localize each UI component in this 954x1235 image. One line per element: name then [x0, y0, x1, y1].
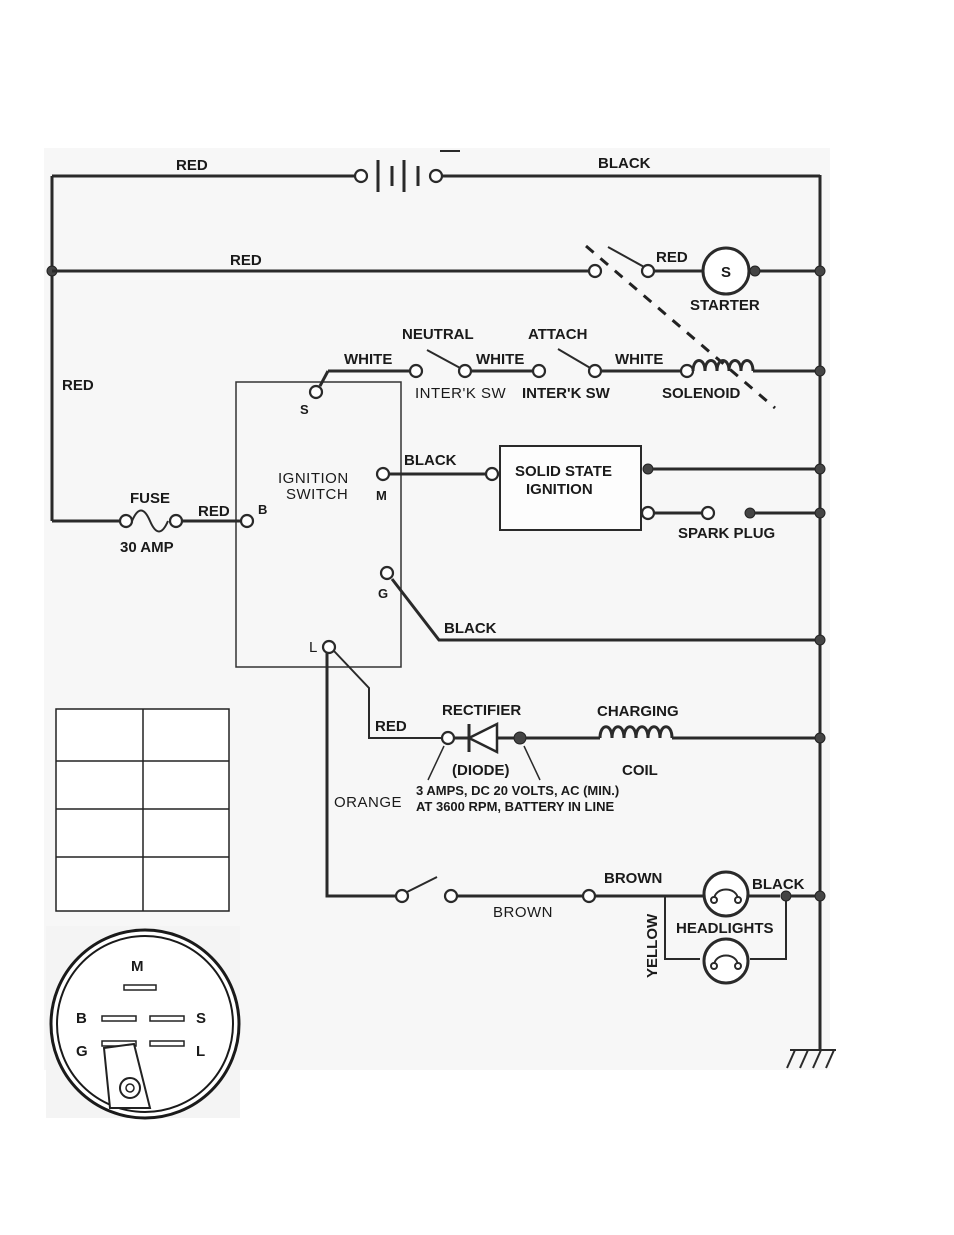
headlight-upper-icon — [702, 870, 750, 918]
light-switch-terminal-right — [443, 888, 459, 904]
spark-plug-lead-terminal — [640, 505, 656, 521]
rectifier-terminal-left — [440, 730, 456, 746]
wire-label-top-right: BLACK — [598, 155, 651, 172]
spark-plug-label: SPARK PLUG — [678, 525, 775, 542]
ignition-switch-box — [235, 381, 402, 668]
solid-state-ignition-box — [499, 445, 642, 531]
charging-coil-icon — [598, 725, 674, 739]
wire-label-white-3: WHITE — [615, 351, 663, 368]
wire-label-yellow: YELLOW — [644, 913, 661, 978]
wire-label-brown-1: BROWN — [604, 870, 662, 887]
starter-motor-icon: S — [701, 246, 751, 296]
attach-label: ATTACH — [528, 326, 587, 343]
terminal-b — [239, 513, 255, 529]
starter-switch-terminal-right — [640, 263, 656, 279]
connector-label-l: L — [196, 1043, 205, 1060]
terminal-m — [375, 466, 391, 482]
connector-label-b: B — [76, 1010, 87, 1027]
starter-symbol: S — [721, 264, 731, 281]
attach-switch-terminal-right — [587, 363, 603, 379]
neutral-label: NEUTRAL — [402, 326, 474, 343]
neutral-switch-blade — [426, 349, 463, 370]
terminal-g-label: G — [378, 586, 388, 601]
rectifier-label: RECTIFIER — [442, 702, 521, 719]
fuse-rating-label: 30 AMP — [120, 539, 174, 556]
note-pointer-right — [523, 745, 541, 781]
terminal-g — [379, 565, 395, 581]
wire-label-white-1: WHITE — [344, 351, 392, 368]
connector-label-m: M — [131, 958, 144, 975]
rectifier-note-1: 3 AMPS, DC 20 VOLTS, AC (MIN.) — [416, 783, 619, 798]
attach-switch-blade — [557, 348, 593, 370]
diode-icon — [454, 721, 515, 755]
terminal-table — [55, 708, 230, 912]
attach-switch-terminal-left — [531, 363, 547, 379]
starter-label: STARTER — [690, 297, 760, 314]
terminal-l — [321, 639, 337, 655]
wire-label-brown-2: BROWN — [493, 904, 553, 921]
ground-symbol — [786, 1049, 836, 1069]
wire-label-white-2: WHITE — [476, 351, 524, 368]
ignition-switch-label-2: SWITCH — [286, 486, 348, 503]
wire-label-top-left: RED — [176, 157, 208, 174]
solenoid-coil-icon — [691, 359, 755, 372]
diode-label: (DIODE) — [452, 762, 510, 779]
fuse-terminal-right — [168, 513, 184, 529]
wire-label-left-vertical: RED — [62, 377, 94, 394]
interlock-label-1: INTER'K SW — [415, 385, 507, 402]
neutral-switch-terminal-left — [408, 363, 424, 379]
terminal-s-label: S — [300, 402, 309, 417]
headlight-lower-icon — [702, 937, 750, 985]
solid-state-input-terminal — [484, 466, 500, 482]
neutral-switch-terminal-right — [457, 363, 473, 379]
fuse-label: FUSE — [130, 490, 170, 507]
wire-label-rectifier-red: RED — [375, 718, 407, 735]
interlock-label-2: INTER'K SW — [522, 385, 611, 402]
headlights-label: HEADLIGHTS — [676, 920, 774, 937]
terminal-m-label: M — [376, 488, 387, 503]
light-switch-blade — [406, 876, 438, 893]
charging-label-2: COIL — [622, 762, 658, 779]
spark-plug-terminal — [700, 505, 716, 521]
rectifier-note-2: AT 3600 RPM, BATTERY IN LINE — [416, 799, 614, 814]
connector-label-g: G — [76, 1043, 88, 1060]
wire-label-headlight-black: BLACK — [752, 876, 805, 893]
wire-label-orange: ORANGE — [334, 794, 402, 811]
solid-state-label-2: IGNITION — [526, 481, 593, 498]
terminal-s — [308, 384, 324, 400]
diagram-panel — [44, 148, 830, 1070]
wire-label-starter-feed: RED — [230, 252, 262, 269]
fuse-terminal-left — [118, 513, 134, 529]
note-pointer-left — [427, 745, 445, 781]
battery-icon — [353, 150, 460, 192]
light-switch-terminal-left — [394, 888, 410, 904]
wire-label-ignition-black: BLACK — [404, 452, 457, 469]
ignition-connector-icon — [49, 928, 241, 1120]
terminal-b-label: B — [258, 502, 267, 517]
starter-switch-terminal-left — [587, 263, 603, 279]
wire-label-starter-red: RED — [656, 249, 688, 266]
solenoid-terminal — [679, 363, 695, 379]
connector-label-s: S — [196, 1010, 206, 1027]
wire-label-ground-black: BLACK — [444, 620, 497, 637]
terminal-l-label: L — [309, 639, 318, 656]
charging-label-1: CHARGING — [597, 703, 679, 720]
solenoid-linkage-dashed — [585, 244, 776, 410]
solid-state-label-1: SOLID STATE — [515, 463, 612, 480]
starter-switch-blade — [607, 246, 647, 269]
solenoid-label: SOLENOID — [662, 385, 741, 402]
wire-label-fuse-red: RED — [198, 503, 230, 520]
ignition-switch-label-1: IGNITION — [278, 470, 349, 487]
headlight-feed-terminal — [581, 888, 597, 904]
fuse-icon — [131, 509, 169, 533]
